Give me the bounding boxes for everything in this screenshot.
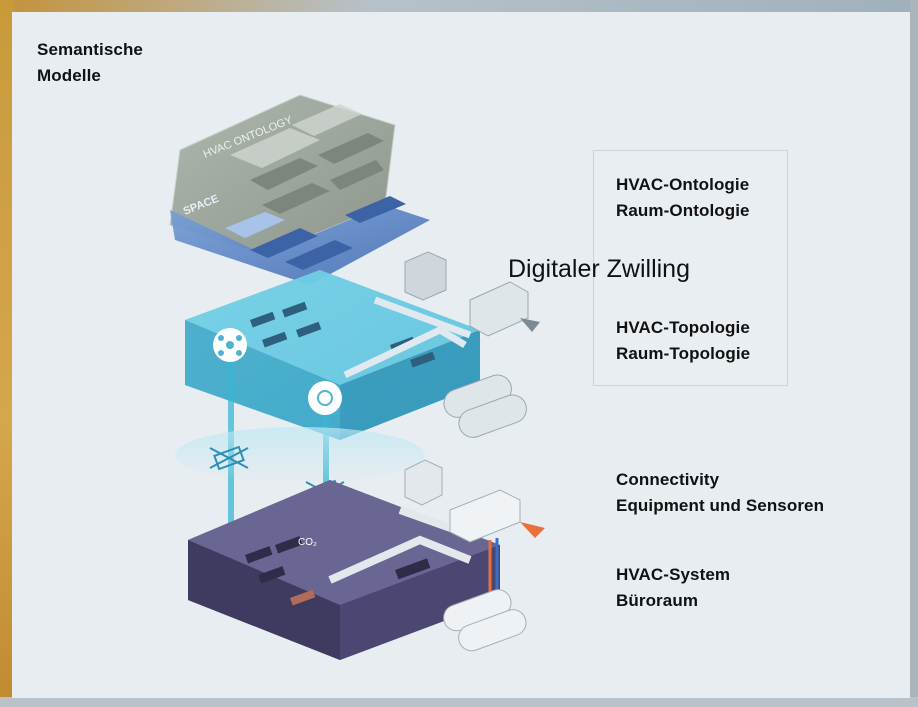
co2-label: CO₂ <box>298 537 317 548</box>
background-strip-left <box>0 0 14 707</box>
topology-icon <box>308 381 342 415</box>
digital-twin-title: Digitaler Zwilling <box>508 255 690 283</box>
topology-floor <box>185 270 480 440</box>
connectivity-line-2: Equipment und Sensoren <box>616 496 825 515</box>
chip-icon <box>209 445 249 471</box>
ontology-label: HVAC-Ontologie Raum-Ontologie <box>616 172 750 224</box>
semantic-line-2: Modelle <box>37 66 101 85</box>
system-line-1: HVAC-System <box>616 565 731 584</box>
ontology-line-1: HVAC-Ontologie <box>616 175 750 194</box>
topology-label: HVAC-Topologie Raum-Topologie <box>616 315 750 367</box>
digital-twin-box <box>593 150 788 386</box>
background-strip-top <box>0 0 918 14</box>
topology-line-2: Raum-Topologie <box>616 344 751 363</box>
background-strip-right <box>910 0 918 707</box>
hvac-ontology-layer: HVAC ONTOLOGY <box>169 94 396 256</box>
semantic-line-1: Semantische <box>37 40 143 59</box>
semantic-models-label: Semantische Modelle <box>37 37 143 89</box>
ontology-line-2: Raum-Ontologie <box>616 201 750 220</box>
background-strip-bottom <box>0 697 918 707</box>
system-line-2: Büroraum <box>616 591 699 610</box>
hvac-system-equipment <box>404 459 545 652</box>
office-floor: CO₂ <box>188 480 500 660</box>
hvac-system-label: HVAC-System Büroraum <box>616 562 730 614</box>
connectivity-line-1: Connectivity <box>616 470 720 489</box>
topology-line-1: HVAC-Topologie <box>616 318 750 337</box>
topology-equipment <box>404 251 540 438</box>
connectivity-label: Connectivity Equipment und Sensoren <box>616 467 824 519</box>
